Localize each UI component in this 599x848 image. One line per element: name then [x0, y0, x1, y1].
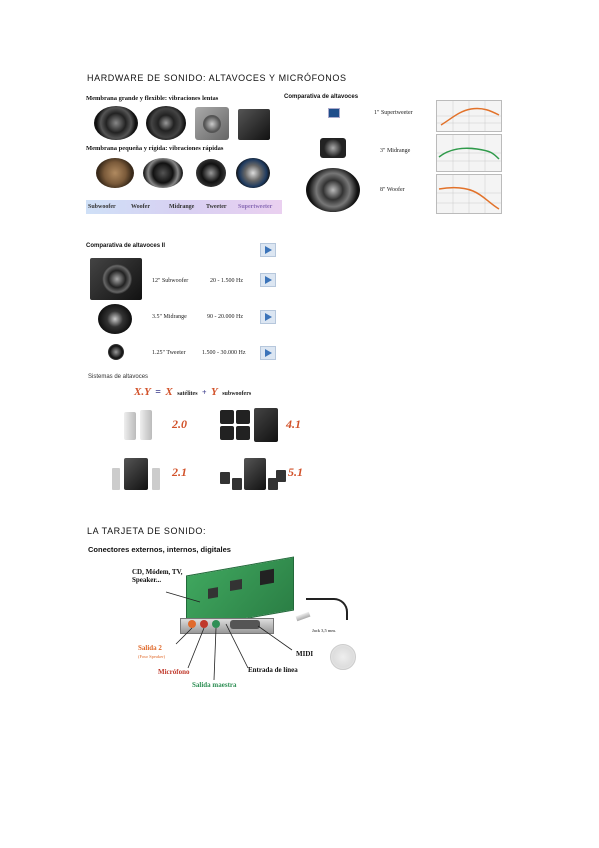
speaker-row-range: 1.500 - 30.000 Hz [202, 350, 246, 356]
comparison2-title: Comparativa de altavoces II [86, 243, 166, 249]
formula-x: X [165, 386, 173, 398]
speaker-row-name: 12" Subwoofer [152, 278, 189, 284]
comparison-item-label: 3" Midrange [380, 148, 411, 154]
section-heading-tarjeta: LA TARJETA DE SONIDO: [87, 526, 207, 536]
label-midi: MIDI [296, 650, 314, 658]
comparison-item-label: 8" Woofer [380, 187, 405, 193]
formula-subwoofers: subwoofers [222, 391, 252, 397]
play-button[interactable] [260, 243, 276, 257]
type-label: Subwoofer [88, 204, 116, 210]
formula-equals: = [155, 387, 161, 398]
membrane-large-caption: Membrana grande y flexible: vibraciones … [86, 95, 219, 102]
comparison-panel: Comparativa de altavoces 1" Supertweeter… [284, 92, 504, 214]
soundcard-figure: CD, Módem, TV, Speaker... Jack 3,5 mm. M… [130, 556, 358, 696]
systems-formula: X.Y = X satélites + Y subwoofers [134, 382, 252, 398]
woofer-small-image [143, 158, 183, 188]
system-2-1-image [110, 456, 168, 492]
jack-port-green [212, 620, 220, 628]
type-label: Tweeter [206, 204, 227, 210]
tweeter-image [196, 159, 226, 187]
midrange-image [98, 304, 132, 334]
label-salida-2-sub: (Four Speaker) [138, 654, 166, 659]
midrange-thumb [320, 138, 346, 158]
label-jack: Jack 3,5 mm. [312, 628, 336, 633]
systems-title: Sistemas de altavoces [88, 374, 149, 380]
formula-satellites: satélites [177, 391, 198, 397]
label-microfono: Micrófono [158, 668, 190, 676]
subwoofer-box-image [238, 109, 270, 140]
tweeter-image [108, 344, 124, 360]
speaker-row-name: 1.25" Tweeter [152, 350, 186, 356]
play-button[interactable] [260, 273, 276, 287]
formula-y: Y [211, 386, 218, 398]
jack-cable [306, 598, 348, 620]
formula-xy: X.Y [134, 386, 151, 398]
comparison-title: Comparativa de altavoces [284, 94, 359, 100]
system-label: 2.1 [172, 465, 187, 479]
subwoofer-box-image [90, 258, 142, 300]
label-salida-2: Salida 2 [138, 644, 162, 652]
comparison-item-label: 1" Supertweeter [374, 110, 413, 116]
response-graph-midrange [436, 134, 502, 172]
response-graph-supertweeter [436, 100, 502, 132]
system-label: 2.0 [172, 417, 187, 431]
system-5-1-image [220, 456, 286, 492]
formula-plus: + [202, 388, 207, 397]
speaker-row-range: 90 - 20.000 Hz [207, 314, 243, 320]
seal-watermark [330, 644, 356, 670]
response-graph-woofer [436, 174, 502, 214]
soundcard-subtitle: Conectores externos, internos, digitales [88, 545, 231, 554]
label-salida-maestra: Salida maestra [192, 681, 237, 689]
section-heading-hardware: HARDWARE DE SONIDO: ALTAVOCES Y MICRÓFON… [87, 73, 347, 83]
system-label: 4.1 [286, 417, 301, 431]
label-cd-line2: Speaker... [132, 576, 162, 584]
midrange-image [96, 158, 134, 188]
play-button[interactable] [260, 310, 276, 324]
woofer-thumb [306, 168, 360, 212]
type-label: Supertweeter [238, 204, 273, 210]
jack-port-red [200, 620, 208, 628]
type-label: Midrange [169, 204, 195, 210]
system-4-1-image [220, 408, 280, 444]
supertweeter-image [236, 158, 270, 188]
speaker-types-bar [86, 200, 282, 214]
subwoofer-image [94, 106, 138, 140]
speaker-row-name: 3.5" Midrange [152, 314, 187, 320]
comparison2-panel: Comparativa de altavoces II 12" Subwoofe… [86, 240, 282, 370]
leader-lines [165, 591, 293, 681]
speaker-row-range: 20 - 1.500 Hz [210, 278, 243, 284]
system-label: 5.1 [288, 465, 303, 479]
label-cd-line1: CD, Módem, TV, [132, 568, 183, 576]
supertweeter-thumb [328, 108, 340, 118]
membrane-panel: Membrana grande y flexible: vibraciones … [86, 92, 282, 214]
cabinet-image [195, 107, 229, 140]
system-2-0-image [120, 408, 160, 442]
play-button[interactable] [260, 346, 276, 360]
woofer-image [146, 106, 186, 140]
label-cd-modem: CD, Módem, TV, Speaker... [132, 568, 183, 584]
jack-port-orange [188, 620, 196, 628]
type-label: Woofer [131, 204, 150, 210]
midi-port [230, 620, 260, 629]
membrane-small-caption: Membrana pequeña y rígida: vibraciones r… [86, 145, 224, 152]
label-entrada-linea: Entrada de línea [248, 666, 298, 674]
